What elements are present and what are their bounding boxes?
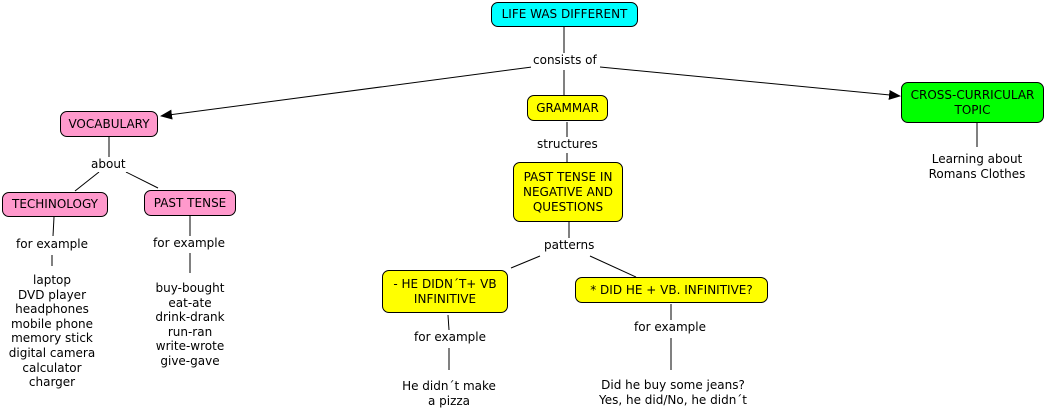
node-technology[interactable]: TECHINOLOGY [2,192,108,217]
past-tense-examples: buy-bought eat-ate drink-drank run-ran w… [155,281,225,368]
link-for-example-past: for example [151,236,227,251]
line-patterns-negative [510,255,541,269]
link-consists-of: consists of [531,53,599,68]
link-structures: structures [535,137,600,152]
node-question-pattern[interactable]: * DID HE + VB. INFINITIVE? [575,277,768,303]
link-for-example-tech: for example [14,237,90,252]
link-for-example-negative: for example [412,330,488,345]
line-tech-for [52,216,55,237]
node-life-was-different[interactable]: LIFE WAS DIFFERENT [491,2,638,27]
line-patterns-question [589,255,637,278]
node-cross-curricular-topic[interactable]: CROSS-CURRICULAR TOPIC [901,82,1044,123]
node-negative-pattern[interactable]: - HE DIDN´T+ VB INFINITIVE [382,270,508,313]
arrow-to-cross [599,66,901,100]
link-patterns: patterns [542,238,597,253]
cross-curricular-example: Learning about Romans Clothes [928,152,1026,181]
link-about: about [89,157,128,172]
line-negative-for [447,314,450,331]
node-vocabulary[interactable]: VOCABULARY [60,111,158,137]
question-example: Did he buy some jeans? Yes, he did/No, h… [598,378,748,407]
negative-example: He didn´t make a pizza [402,379,496,408]
technology-examples: laptop DVD player headphones mobile phon… [8,273,96,390]
node-past-tense-negative-questions[interactable]: PAST TENSE IN NEGATIVE AND QUESTIONS [513,162,623,222]
node-grammar[interactable]: GRAMMAR [527,95,608,121]
line-about-tech [74,171,100,192]
arrow-to-vocabulary [160,66,533,120]
line-about-past [125,171,159,189]
node-past-tense[interactable]: PAST TENSE [144,190,236,216]
link-for-example-question: for example [632,320,708,335]
